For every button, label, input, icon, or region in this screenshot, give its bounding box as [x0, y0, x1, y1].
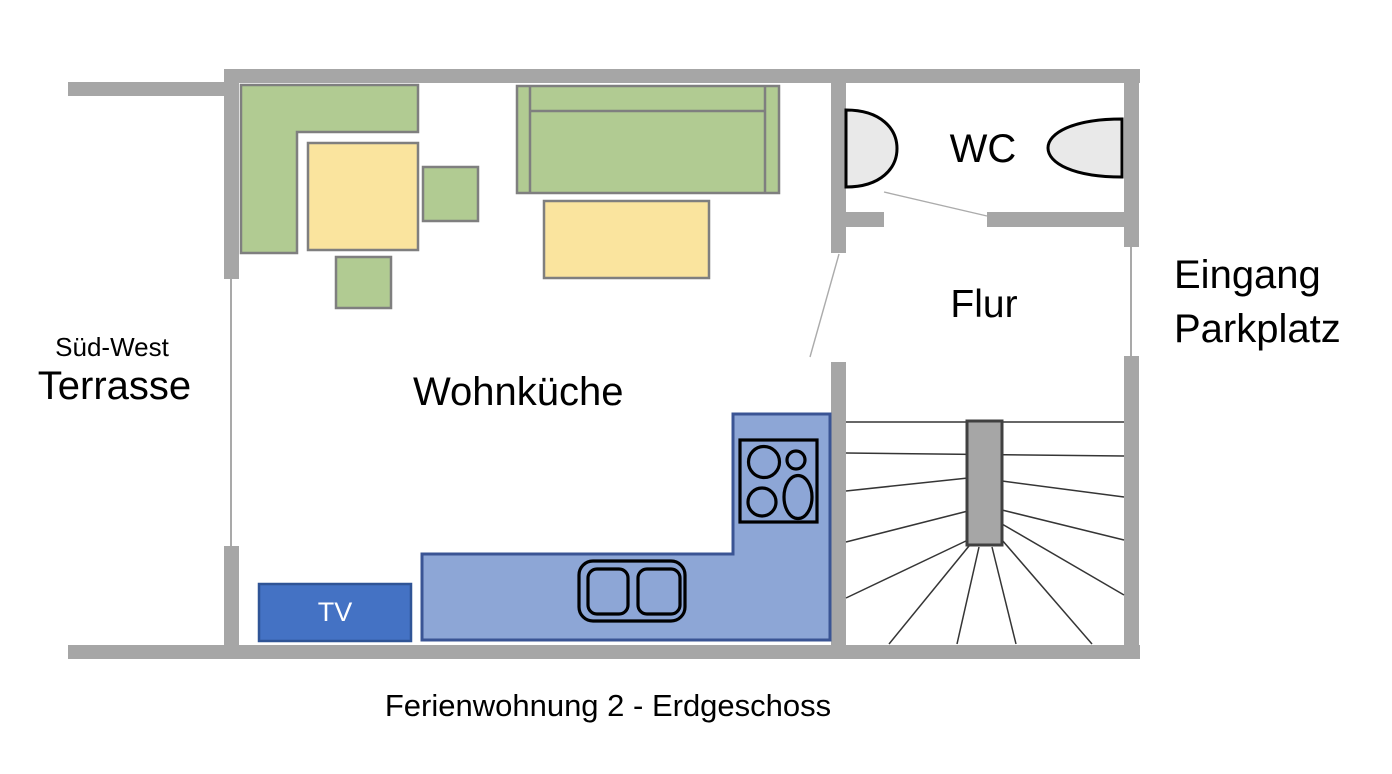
chair-bottom	[334, 255, 393, 310]
living-kitchen-label: Wohnküche	[413, 370, 624, 414]
hallway-label: Flur	[950, 283, 1018, 326]
dining-table	[306, 141, 420, 252]
stove-burner-1	[746, 444, 782, 480]
staircase	[845, 419, 1125, 645]
wc-fixtures	[844, 108, 1124, 189]
floorplan-title: Ferienwohnung 2 - Erdgeschoss	[384, 688, 832, 723]
wall-top	[224, 69, 1140, 83]
living-door-swing	[809, 253, 840, 358]
wall-terrace-stub	[68, 82, 224, 96]
stair-tread	[845, 539, 969, 599]
terrace-direction-label: Süd-West	[55, 332, 169, 362]
sofa	[515, 84, 781, 195]
stair-tread	[845, 477, 969, 492]
stove-burner-2	[785, 449, 807, 471]
wall-right-lower	[1124, 356, 1139, 659]
entrance-label: Eingang Parkplatz	[1174, 248, 1341, 356]
stair-tread	[1001, 509, 1125, 541]
wall-bottom	[68, 645, 1140, 659]
wc-door-swing	[883, 191, 988, 217]
entrance-label-line1: Eingang	[1174, 253, 1321, 297]
wall-stair-left	[831, 362, 846, 645]
tv-board	[257, 582, 413, 643]
entrance-label-line2: Parkplatz	[1174, 307, 1341, 351]
stair-tread	[1001, 523, 1125, 596]
stair-tread	[991, 546, 1017, 645]
chair-right	[421, 165, 480, 223]
wc-toilet	[1046, 117, 1124, 179]
stair-newel-pillar	[965, 419, 1004, 547]
tv-label: TV	[317, 597, 353, 627]
stove	[738, 438, 819, 524]
wc-sink	[844, 108, 899, 189]
stair-tread	[956, 546, 980, 645]
openings	[230, 191, 1132, 546]
kitchen-counter	[420, 412, 832, 642]
walls	[68, 69, 1140, 659]
wall-kitchen-wc-divider	[831, 83, 846, 253]
corner-bench	[239, 83, 420, 255]
sink-basin-right	[636, 567, 682, 616]
stove-burner-3	[746, 486, 778, 518]
wall-wc-door-stub	[846, 212, 884, 227]
sink-basin-left	[586, 567, 630, 616]
stair-tread	[845, 510, 969, 543]
stair-tread	[1001, 539, 1093, 645]
kitchen	[257, 412, 832, 643]
wc-label: WC	[949, 127, 1017, 171]
living-furniture	[239, 83, 781, 310]
wall-right-upper	[1124, 69, 1139, 247]
stair-tread	[888, 545, 970, 645]
wall-left-lower	[224, 546, 239, 648]
stair-tread	[1001, 480, 1125, 498]
wall-wc-bottom	[987, 212, 1124, 227]
sink	[577, 559, 687, 623]
terrace-label: Terrasse	[37, 364, 192, 408]
coffee-table	[542, 199, 711, 280]
wall-left-upper	[224, 69, 239, 279]
stove-burner-4	[782, 473, 814, 521]
